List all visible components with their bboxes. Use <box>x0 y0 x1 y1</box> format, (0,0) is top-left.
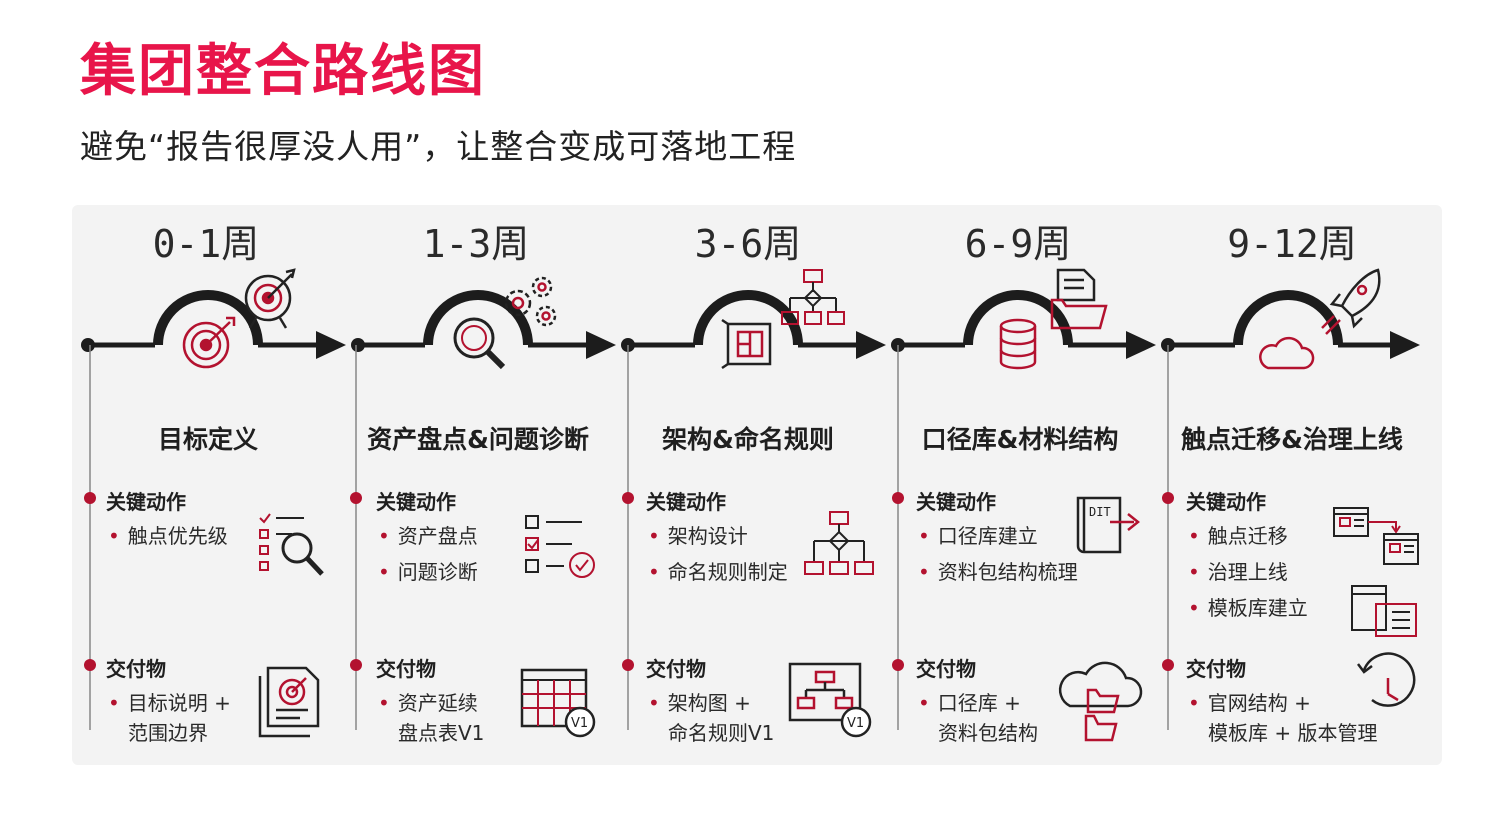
timeline-segment-2 <box>351 290 616 730</box>
actions-heading: 关键动作 <box>646 490 726 514</box>
stage-title: 架构&命名规则 <box>662 425 834 454</box>
blueprint-icon <box>721 318 772 370</box>
week-label: 1-3周 <box>422 222 530 266</box>
deliverable-item: •架构图 +命名规则V1 <box>648 691 775 745</box>
deliverables-heading: 交付物 <box>106 657 166 681</box>
action-item: •问题诊断 <box>378 560 478 584</box>
target-document-icon <box>258 666 320 738</box>
stage-title: 目标定义 <box>157 425 258 454</box>
stage-title: 资产盘点&问题诊断 <box>367 425 589 454</box>
deliverables-heading: 交付物 <box>646 657 706 681</box>
document-folder-icon <box>1050 268 1108 330</box>
deliverable-item: •资产延续盘点表V1 <box>378 691 485 745</box>
week-label: 3-6周 <box>694 222 802 266</box>
svg-text:V1: V1 <box>847 716 864 731</box>
action-item: •资料包结构梳理 <box>918 560 1078 584</box>
svg-text:DIT: DIT <box>1089 505 1111 519</box>
book-export-icon: DIT <box>1076 496 1141 554</box>
actions-heading: 关键动作 <box>376 490 456 514</box>
deliverable-item: •官网结构 +模板库 + 版本管理 <box>1188 691 1378 745</box>
page-title: 集团整合路线图 <box>80 39 486 104</box>
action-item: •模板库建立 <box>1188 596 1308 620</box>
gears-icon <box>504 276 557 327</box>
cloud-icon <box>1259 336 1315 370</box>
week-label: 9-12周 <box>1227 222 1357 266</box>
actions-heading: 关键动作 <box>1186 490 1266 514</box>
action-item: •架构设计 <box>648 524 748 548</box>
stage-title: 触点迁移&治理上线 <box>1181 425 1403 454</box>
action-item: •治理上线 <box>1188 560 1288 584</box>
deliverable-item: •口径库 +资料包结构 <box>918 691 1038 745</box>
migration-windows-icon <box>1333 507 1419 637</box>
spreadsheet-v1-icon: V1 <box>520 668 596 738</box>
deliverables-heading: 交付物 <box>1186 657 1246 681</box>
cloud-folders-icon <box>1058 661 1143 742</box>
flowchart-icon <box>804 511 874 575</box>
deliverable-item: •目标说明 +范围边界 <box>108 691 231 745</box>
actions-heading: 关键动作 <box>106 490 186 514</box>
deliverables-heading: 交付物 <box>916 657 976 681</box>
action-item: •触点迁移 <box>1188 524 1288 548</box>
deliverables-heading: 交付物 <box>376 657 436 681</box>
flowchart-icon <box>781 269 845 325</box>
action-item: •口径库建立 <box>918 524 1038 548</box>
target-icon <box>182 316 236 369</box>
checklist-check-icon <box>525 515 595 578</box>
database-icon <box>999 318 1037 370</box>
week-label: 0-1周 <box>152 222 260 266</box>
checklist-search-icon <box>259 513 324 576</box>
page-subtitle: 避免“报告很厚没人用”，让整合变成可落地工程 <box>80 127 797 166</box>
action-item: •触点优先级 <box>108 524 228 548</box>
org-chart-v1-icon: V1 <box>788 662 872 738</box>
week-label: 6-9周 <box>964 222 1072 266</box>
section-bullets <box>84 492 1174 671</box>
actions-heading: 关键动作 <box>916 490 996 514</box>
svg-text:V1: V1 <box>571 716 588 731</box>
action-item: •资产盘点 <box>378 524 478 548</box>
magnifier-icon <box>453 317 506 370</box>
clock-history-icon <box>1357 652 1416 707</box>
rocket-icon <box>1321 268 1381 335</box>
stage-title: 口径库&材料结构 <box>921 425 1119 454</box>
action-item: •命名规则制定 <box>648 560 788 584</box>
target-arrow-icon <box>244 268 296 329</box>
